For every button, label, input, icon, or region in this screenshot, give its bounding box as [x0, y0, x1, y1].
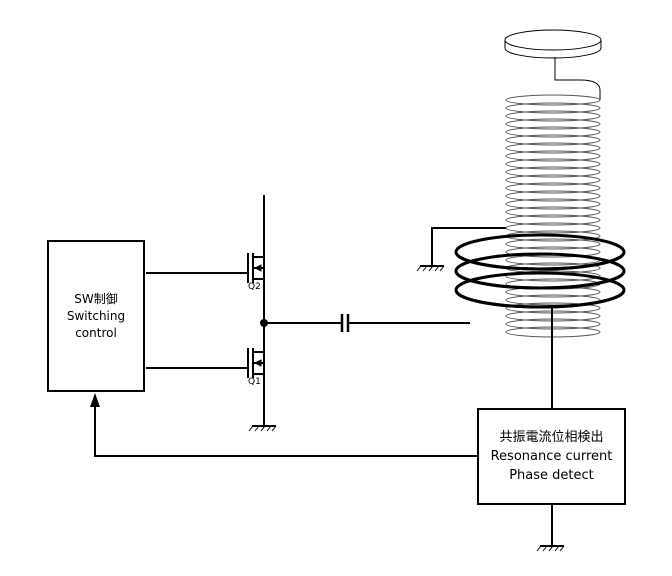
q2-label: Q2	[248, 282, 261, 292]
secondary-coil-turn	[505, 142, 601, 154]
secondary-coil-turn	[505, 174, 601, 186]
secondary-coil-turn	[505, 166, 601, 178]
secondary-coil-turn	[505, 158, 601, 170]
capacitor-path	[260, 314, 470, 332]
secondary-coil-turn	[505, 214, 601, 226]
transistor-q2	[247, 250, 265, 290]
secondary-coil-turn	[505, 238, 601, 250]
secondary-coil-turn	[505, 94, 601, 106]
secondary-coil-turn	[505, 246, 601, 258]
phase-detect-label-2: Resonance current	[490, 449, 613, 464]
secondary-coil-turn	[505, 206, 601, 218]
half-bridge	[248, 195, 277, 432]
sense-wires	[90, 305, 565, 552]
switching-control-label-3: control	[75, 325, 117, 340]
phase-detect-box: 共振電流位相検出 Resonance current Phase detect	[477, 408, 626, 505]
q1-label: Q1	[248, 377, 261, 387]
secondary-coil-turn	[505, 102, 601, 114]
gate-wires	[146, 272, 248, 369]
secondary-coil-turn	[505, 126, 601, 138]
secondary-coil-turn	[505, 182, 601, 194]
secondary-coil-turn	[505, 110, 601, 122]
switching-control-label-1: SW制御	[74, 291, 118, 306]
secondary-coil-turn	[505, 134, 601, 146]
coil-ground-wire	[416, 227, 506, 272]
switching-control-box: SW制御 Switching control	[47, 240, 145, 392]
transistor-q1	[247, 345, 265, 385]
phase-detect-label-3: Phase detect	[509, 468, 594, 483]
secondary-coil	[505, 94, 601, 338]
secondary-coil-turn	[505, 150, 601, 162]
primary-coil-front	[454, 251, 626, 309]
secondary-coil-turn	[505, 190, 601, 202]
switching-control-label-2: Switching	[66, 308, 126, 323]
phase-detect-label-1: 共振電流位相検出	[499, 430, 604, 445]
secondary-coil-turn	[505, 118, 601, 130]
top-load-disc	[504, 29, 602, 100]
secondary-coil-turn	[505, 270, 601, 282]
secondary-coil-turn	[505, 198, 601, 210]
